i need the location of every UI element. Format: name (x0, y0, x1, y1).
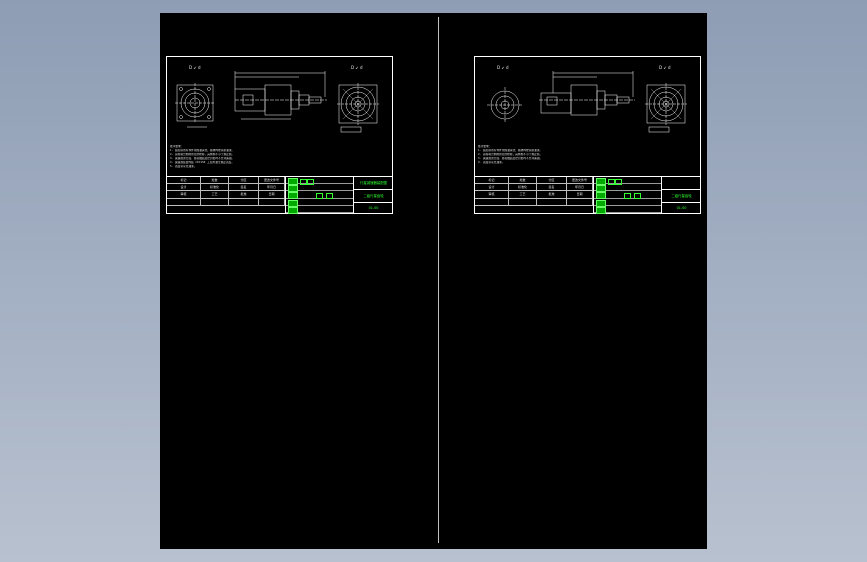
tb-cell: 审核 (475, 191, 509, 199)
drawing-code: 01-00 (368, 206, 379, 210)
tb-cell: 标准化 (509, 184, 537, 192)
tb-cell (475, 198, 509, 206)
tb-cell (509, 198, 537, 206)
tb-cell: 批准 (229, 191, 259, 199)
tb-cell: 工艺 (201, 191, 229, 199)
note-line: 3. 减速器剖分面、各接触面及密封处均不允许漏油。 (478, 157, 543, 160)
tb-cell: 设计 (167, 184, 201, 192)
tb-cell (201, 198, 229, 206)
tb-cell: 分区 (229, 177, 259, 185)
tb-cell (229, 198, 259, 206)
technical-notes-right: 技术要求： 1. 装配前所有零件用煤油清洗，箱体内壁涂耐油漆。 2. 齿轮啮合侧… (478, 145, 618, 165)
view-label-b: D ↙ d (351, 65, 363, 70)
tb-cell: 签名 (229, 184, 259, 192)
tb-cell: 标准化 (201, 184, 229, 192)
tb-cell: 处数 (509, 177, 537, 185)
title-block-left: 标记 处数 分区 更改文件号 设计 标准化 签名 年月日 审核 工艺 批准 日期 (167, 176, 393, 214)
tb-cell: 年月日 (259, 184, 285, 192)
tb-cell (259, 198, 285, 206)
tb-cell: 标记 (167, 177, 201, 185)
drawing-title-area: 二级行星齿轮 01-00 (661, 177, 701, 213)
tb-cell: 设计 (475, 184, 509, 192)
view-label-a: D ↙ d (189, 65, 201, 70)
drawing-sheet-left: D ↙ d D ↙ d 技术要求： 1. 装配前所有零件用煤油清洗，箱体内壁涂耐… (166, 56, 393, 214)
tb-cell (167, 198, 201, 206)
drawing-name (662, 177, 701, 190)
note-line: 2. 齿轮啮合侧隙用铅丝检验，其侧隙不小于规定值。 (478, 153, 543, 156)
note-line: 技术要求： (170, 145, 184, 148)
approval-column (285, 177, 354, 214)
view-label-b: D ↙ d (659, 65, 671, 70)
assembly-views-right: D ↙ d D ↙ d (487, 65, 687, 133)
drawing-code: 01-00 (676, 206, 687, 210)
drawing-canvas: D ↙ d D ↙ d 技术要求： 1. 装配前所有零件用煤油清洗，箱体内壁涂耐… (160, 13, 707, 549)
tb-cell: 更改文件号 (259, 177, 285, 185)
tb-cell: 审核 (167, 191, 201, 199)
tb-cell: 更改文件号 (567, 177, 593, 185)
assembly-views-left: D ↙ d D ↙ d (175, 65, 379, 133)
drawing-subtitle: 二级行星齿轮 (354, 190, 393, 203)
tb-cell: 分区 (537, 177, 567, 185)
drawing-title-area: 行星减速器装配图 二级行星齿轮 01-00 (353, 177, 393, 213)
technical-notes-left: 技术要求： 1. 装配前所有零件用煤油清洗，箱体内壁涂耐油漆。 2. 齿轮啮合侧… (170, 145, 310, 169)
drawing-sheet-right: D ↙ d D ↙ d 技术要求： 1. 装配前所有零件用煤油清洗，箱体内壁涂耐… (474, 56, 701, 214)
tb-cell: 日期 (567, 191, 593, 199)
revision-grid: 标记 处数 分区 更改文件号 设计 标准化 签名 年月日 审核 工艺 批准 日期 (167, 177, 285, 213)
note-line: 5. 表面涂灰色油漆。 (170, 165, 197, 168)
note-line: 4. 减速器装置内装 CKC150 工业用油至规定高度。 (170, 161, 235, 164)
view-label-a: D ↙ d (497, 65, 509, 70)
note-line: 1. 装配前所有零件用煤油清洗，箱体内壁涂耐油漆。 (170, 149, 235, 152)
approval-column (593, 177, 662, 214)
note-line: 3. 减速器剖分面、各接触面及密封处均不允许漏油。 (170, 157, 235, 160)
tb-cell: 工艺 (509, 191, 537, 199)
revision-grid: 标记 处数 分区 更改文件号 设计 标准化 签名 年月日 审核 工艺 批准 日期 (475, 177, 593, 213)
tb-cell (537, 198, 567, 206)
note-line: 2. 齿轮啮合侧隙用铅丝检验，其侧隙不小于规定值。 (170, 153, 235, 156)
note-line: 4. 表面涂灰色油漆。 (478, 161, 505, 164)
tb-cell: 批准 (537, 191, 567, 199)
drawing-name: 行星减速器装配图 (354, 177, 393, 190)
note-line: 1. 装配前所有零件用煤油清洗，箱体内壁涂耐油漆。 (478, 149, 543, 152)
tb-cell: 签名 (537, 184, 567, 192)
title-block-right: 标记 处数 分区 更改文件号 设计 标准化 签名 年月日 审核 工艺 批准 日期 (475, 176, 701, 214)
note-line: 技术要求： (478, 145, 492, 148)
tb-cell: 日期 (259, 191, 285, 199)
tb-cell (567, 198, 593, 206)
tb-cell: 处数 (201, 177, 229, 185)
tb-cell: 年月日 (567, 184, 593, 192)
drawing-subtitle: 二级行星齿轮 (662, 190, 701, 203)
layout-divider (438, 17, 439, 543)
tb-cell: 标记 (475, 177, 509, 185)
